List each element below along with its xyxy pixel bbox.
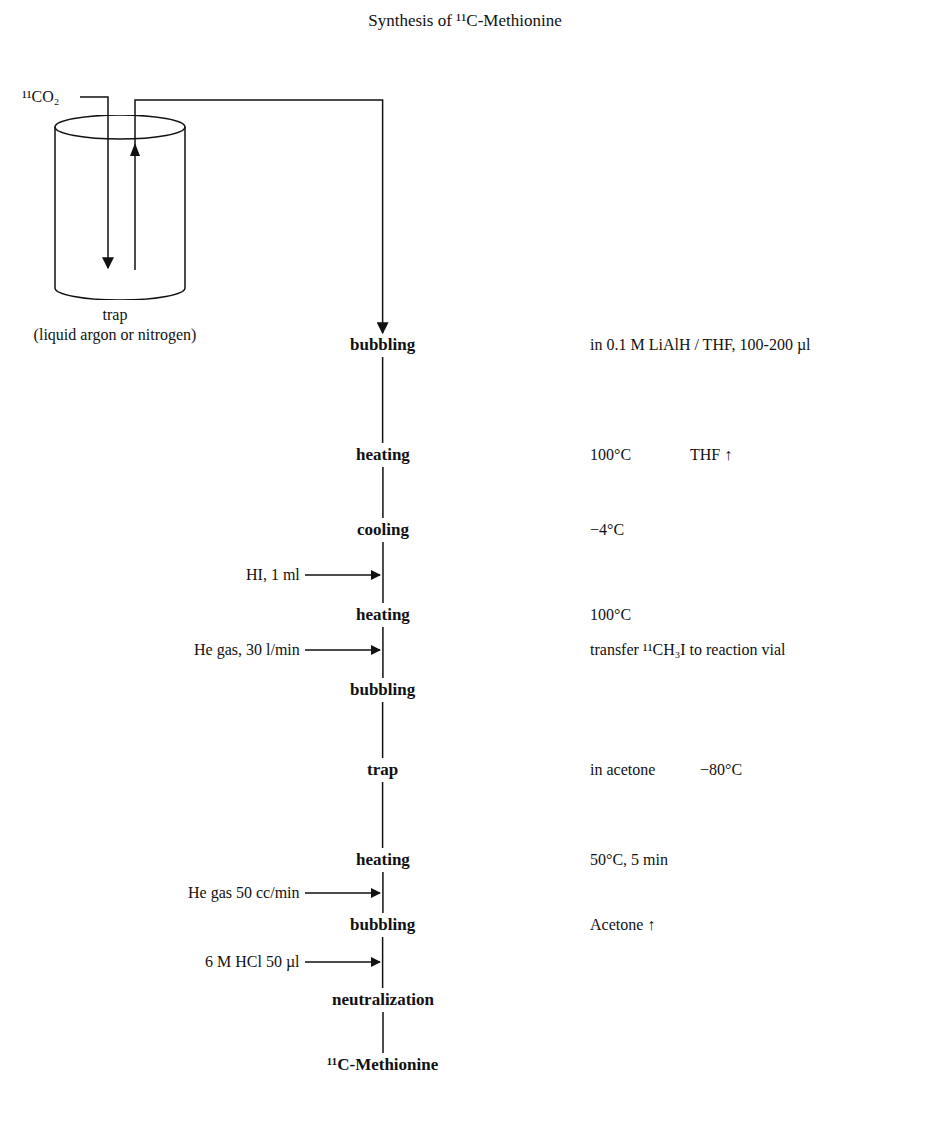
- flow-connector: [382, 702, 384, 758]
- step-text: (liquid argon or nitrogen): [15, 325, 215, 345]
- process-step: heating: [352, 444, 414, 466]
- cylinder-top: [55, 115, 185, 139]
- flow-connector: [382, 872, 384, 913]
- condition-note: in 0.1 M LiAlH / THF, 100-200 µl: [590, 335, 811, 355]
- step-text: trap: [363, 759, 402, 781]
- condition-note: 100°C: [590, 605, 631, 625]
- input-reagent: He gas 50 cc/min: [188, 883, 300, 903]
- step-text: cooling: [353, 519, 413, 541]
- step-text: heating: [352, 604, 414, 626]
- input-reagent: 6 M HCl 50 µl: [205, 952, 300, 972]
- input-arrow: [305, 892, 380, 893]
- process-step: neutralization: [328, 989, 438, 1011]
- flow-connector: [382, 357, 384, 443]
- process-step: cooling: [353, 519, 413, 541]
- outlet-arrowhead: [130, 143, 140, 156]
- condition-note: Acetone ↑: [590, 915, 655, 935]
- input-reagent: HI, 1 ml: [246, 565, 300, 585]
- flow-connector: [382, 782, 384, 848]
- condition-note: ¹¹CO₂: [22, 87, 59, 107]
- step-text: heating: [352, 444, 414, 466]
- condition-note: −80°C: [700, 760, 742, 780]
- co2-inlet-arrow: [80, 97, 108, 268]
- step-text: ¹¹C-Methionine: [323, 1054, 442, 1076]
- trap-cylinder: trap(liquid argon or nitrogen): [15, 115, 215, 345]
- step-text: bubbling: [346, 679, 419, 701]
- input-reagent: He gas, 30 l/min: [194, 640, 300, 660]
- process-step: bubbling: [346, 914, 419, 936]
- process-step: heating: [352, 604, 414, 626]
- condition-note: 100°C: [590, 445, 631, 465]
- process-step: bubbling: [346, 679, 419, 701]
- condition-note: 50°C, 5 min: [590, 850, 668, 870]
- process-step: heating: [352, 849, 414, 871]
- condition-note: THF ↑: [690, 445, 732, 465]
- process-step: trap: [363, 759, 402, 781]
- step-text: neutralization: [328, 989, 438, 1011]
- flow-connector: [382, 937, 384, 988]
- condition-note: in acetone: [590, 760, 655, 780]
- step-text: trap: [15, 305, 215, 325]
- step-text: bubbling: [346, 914, 419, 936]
- input-arrow: [305, 649, 380, 650]
- process-step: bubbling: [346, 334, 419, 356]
- condition-note: −4°C: [590, 520, 624, 540]
- step-text: bubbling: [346, 334, 419, 356]
- condition-note: transfer ¹¹CH₃I to reaction vial: [590, 640, 786, 660]
- flow-connector: [382, 467, 384, 518]
- flow-connector: [135, 100, 383, 333]
- input-arrow: [305, 574, 380, 575]
- step-text: heating: [352, 849, 414, 871]
- flow-connector: [382, 1012, 384, 1053]
- flow-connector: [382, 542, 384, 603]
- input-arrow: [305, 961, 380, 962]
- process-step: ¹¹C-Methionine: [323, 1054, 442, 1076]
- cylinder-body: [55, 127, 185, 300]
- flow-connector: [382, 627, 384, 678]
- diagram-title: Synthesis of ¹¹C-Methionine: [0, 10, 930, 32]
- cylinder-outline: [15, 115, 215, 300]
